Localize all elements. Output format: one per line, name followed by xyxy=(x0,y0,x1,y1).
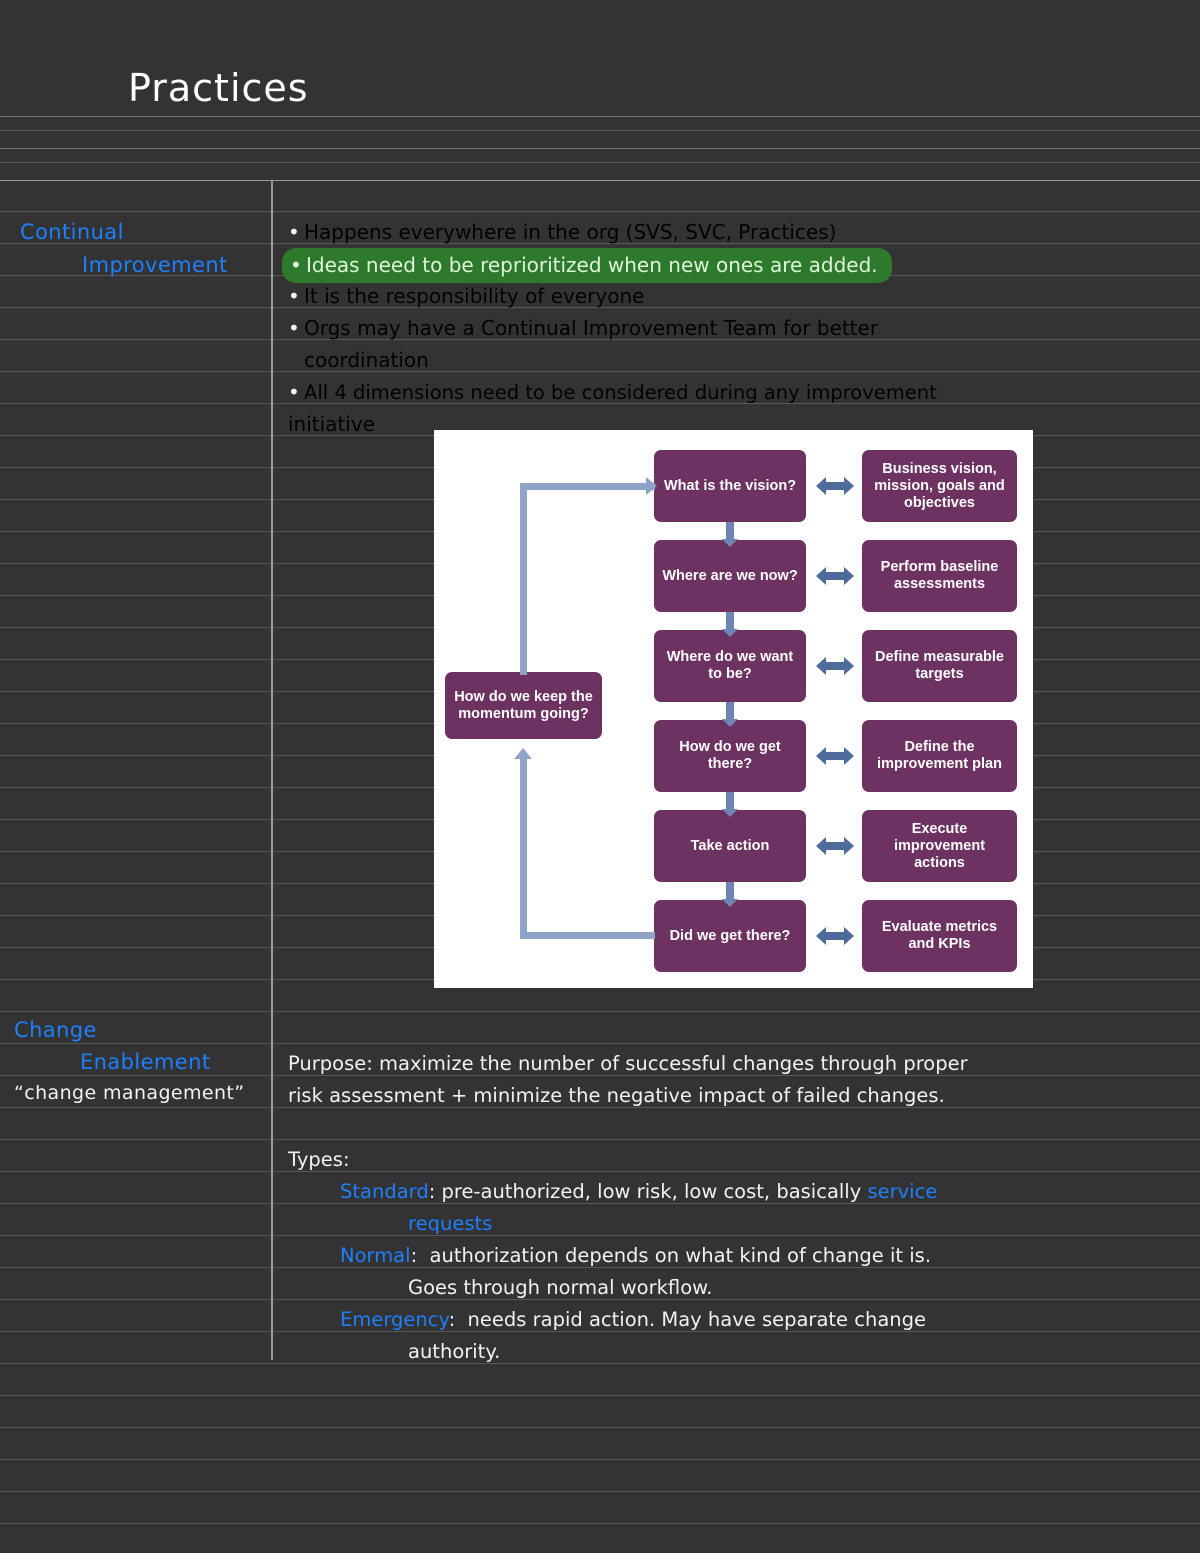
up-arrow-icon xyxy=(514,748,532,759)
double-arrow-icon xyxy=(815,836,855,856)
section-label-improvement: Improvement xyxy=(82,253,228,277)
feedback-loop-line xyxy=(520,483,655,490)
down-arrow-icon xyxy=(722,522,738,547)
type-desc: Goes through normal workflow. xyxy=(408,1276,713,1299)
type-name-emergency: Emergency xyxy=(340,1308,449,1331)
bullet-text: coordination xyxy=(304,348,429,372)
continual-improvement-bullet-list: •Happens everywhere in the org (SVS, SVC… xyxy=(282,216,1188,440)
colon: : xyxy=(428,1180,442,1203)
bullet-text: Happens everywhere in the org (SVS, SVC,… xyxy=(304,220,837,244)
rule-line xyxy=(0,148,1200,149)
green-highlight: •Ideas need to be reprioritized when new… xyxy=(282,248,892,283)
diagram-box-question-6: Did we get there? xyxy=(654,900,806,972)
bullet-item: •All 4 dimensions need to be considered … xyxy=(288,376,1188,408)
right-arrow-icon xyxy=(646,477,657,495)
double-arrow-icon xyxy=(815,476,855,496)
bullet-dot: • xyxy=(290,253,302,277)
section-label-continual: Continual xyxy=(20,220,124,244)
type-desc: pre-authorized, low risk, low cost, basi… xyxy=(441,1180,868,1203)
diagram-box-answer-3: Define measurable targets xyxy=(862,630,1017,702)
purpose-line: Purpose: maximize the number of successf… xyxy=(288,1052,968,1075)
feedback-loop-line xyxy=(520,932,655,939)
type-desc: authority. xyxy=(408,1340,501,1363)
continual-improvement-model-diagram: How do we keep the momentum going? What … xyxy=(434,430,1033,988)
section-label-enablement: Enablement xyxy=(80,1050,211,1074)
down-arrow-icon xyxy=(722,792,738,817)
colon: : xyxy=(410,1244,430,1267)
column-divider xyxy=(271,180,273,1360)
diagram-box-question-5: Take action xyxy=(654,810,806,882)
diagram-box-answer-6: Evaluate metrics and KPIs xyxy=(862,900,1017,972)
bullet-text: All 4 dimensions need to be considered d… xyxy=(304,381,937,404)
type-emergency-cont: authority. xyxy=(288,1336,1188,1368)
type-name-standard: Standard xyxy=(340,1180,429,1203)
type-normal: Normal: authorization depends on what ki… xyxy=(288,1240,1188,1272)
diagram-box-question-3: Where do we want to be? xyxy=(654,630,806,702)
rule-line xyxy=(0,180,1200,181)
diagram-box-question-2: Where are we now? xyxy=(654,540,806,612)
bullet-dot: • xyxy=(288,220,300,244)
diagram-box-question-4: How do we get there? xyxy=(654,720,806,792)
colon: : xyxy=(448,1308,468,1331)
rule-line xyxy=(0,116,1200,117)
bullet-text: It is the responsibility of everyone xyxy=(304,284,645,308)
down-arrow-icon xyxy=(722,612,738,637)
page-top-margin xyxy=(0,0,1200,116)
bullet-item: •Orgs may have a Continual Improvement T… xyxy=(288,312,1188,344)
diagram-box-answer-2: Perform baseline assessments xyxy=(862,540,1017,612)
type-emergency: Emergency: needs rapid action. May have … xyxy=(288,1304,1188,1336)
type-accent: requests xyxy=(408,1212,493,1235)
purpose-line: risk assessment + minimize the negative … xyxy=(288,1084,945,1107)
types-heading: Types: xyxy=(288,1148,350,1171)
type-standard: Standard: pre-authorized, low risk, low … xyxy=(288,1176,1188,1208)
diagram-box-answer-4: Define the improvement plan xyxy=(862,720,1017,792)
bullet-text: Ideas need to be reprioritized when new … xyxy=(306,253,878,277)
double-arrow-icon xyxy=(815,566,855,586)
type-standard-cont: requests xyxy=(288,1208,1188,1240)
bullet-text: initiative xyxy=(288,412,375,436)
down-arrow-icon xyxy=(722,702,738,727)
bullet-dot: • xyxy=(288,380,300,404)
double-arrow-icon xyxy=(815,926,855,946)
bullet-dot: • xyxy=(288,284,300,308)
type-name-normal: Normal xyxy=(340,1244,411,1267)
diagram-box-answer-5: Execute improvement actions xyxy=(862,810,1017,882)
double-arrow-icon xyxy=(815,746,855,766)
bullet-dot: • xyxy=(288,316,300,340)
change-enablement-purpose: Purpose: maximize the number of successf… xyxy=(288,1048,1188,1112)
type-desc: authorization depends on what kind of ch… xyxy=(429,1244,932,1267)
diagram-box-answer-1: Business vision, mission, goals and obje… xyxy=(862,450,1017,522)
type-normal-cont: Goes through normal workflow. xyxy=(288,1272,1188,1304)
bullet-item-continuation: coordination xyxy=(288,344,1188,376)
section-label-change-management: “change management” xyxy=(14,1082,245,1104)
bullet-item: •It is the responsibility of everyone xyxy=(288,280,1188,312)
double-arrow-icon xyxy=(815,656,855,676)
feedback-loop-line xyxy=(520,483,527,675)
change-enablement-types: Types: Standard: pre-authorized, low ris… xyxy=(288,1144,1188,1368)
diagram-box-question-1: What is the vision? xyxy=(654,450,806,522)
type-accent: service xyxy=(867,1180,938,1203)
bullet-item-highlighted: •Ideas need to be reprioritized when new… xyxy=(282,248,1188,283)
bullet-text: Orgs may have a Continual Improvement Te… xyxy=(304,316,879,340)
bullet-item: •Happens everywhere in the org (SVS, SVC… xyxy=(288,216,1188,248)
type-desc: needs rapid action. May have separate ch… xyxy=(467,1308,927,1331)
diagram-box-momentum: How do we keep the momentum going? xyxy=(445,672,602,739)
feedback-loop-line xyxy=(520,755,527,939)
down-arrow-icon xyxy=(722,882,738,907)
bullet-item-continuation: initiative xyxy=(288,408,1188,440)
section-label-change: Change xyxy=(14,1018,97,1042)
page-title: Practices xyxy=(128,66,309,110)
